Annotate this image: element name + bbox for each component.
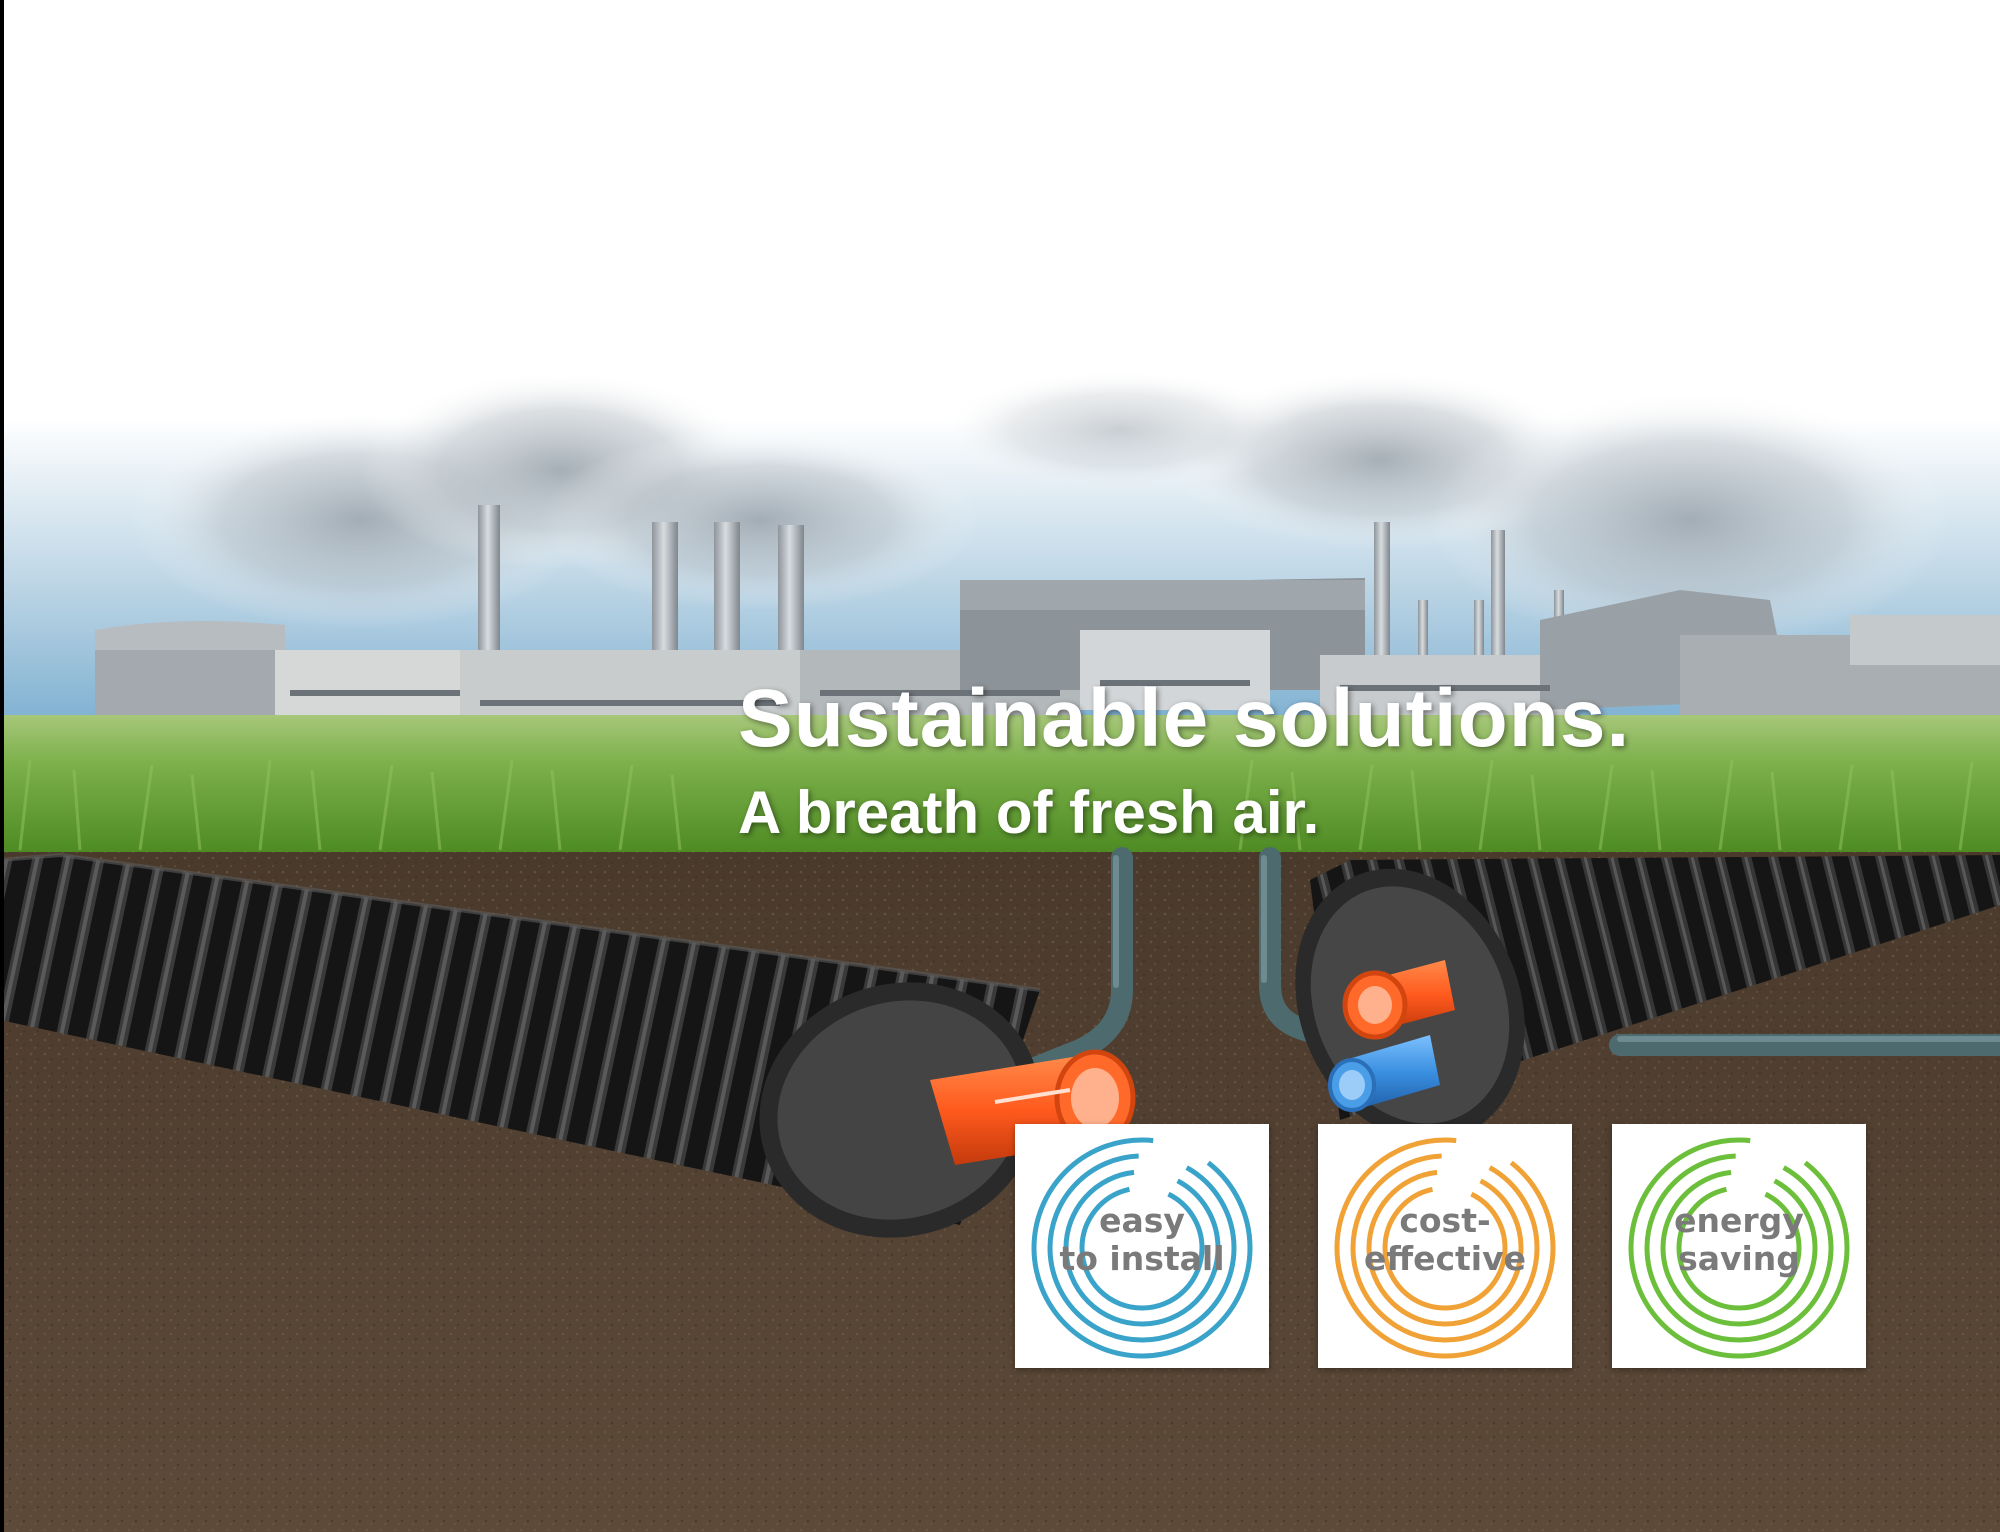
badge-easy-to-install: easy to install [1015, 1124, 1269, 1368]
headline-subtitle: A breath of fresh air. [738, 779, 1320, 846]
badge-line-2: to install [1059, 1239, 1225, 1278]
badge-line-1: easy [1099, 1201, 1185, 1240]
spiral-icon [1334, 1137, 1556, 1359]
spiral-icon [1031, 1137, 1253, 1359]
pre-insulated-pipe-twin [1295, 855, 2000, 1142]
badge-cost-effective: cost- effective [1318, 1124, 1572, 1368]
headline-title: Sustainable solutions. [738, 673, 1631, 764]
badge-energy-saving: energy saving [1612, 1124, 1866, 1368]
factory-skyline [95, 505, 2000, 730]
spiral-icon [1628, 1137, 1850, 1359]
badge-line-1: energy [1674, 1201, 1804, 1240]
badge-line-2: saving [1678, 1239, 1800, 1278]
badge-label: easy to install [1015, 1202, 1269, 1278]
smoke-clouds [130, 370, 1950, 650]
badge-line-2: effective [1363, 1239, 1527, 1278]
badge-label: energy saving [1612, 1202, 1866, 1278]
grass-blades [18, 759, 1974, 851]
badge-line-1: cost- [1399, 1201, 1491, 1240]
frame-edge [0, 0, 4, 1532]
badge-label: cost- effective [1318, 1202, 1572, 1278]
grass [0, 715, 2000, 855]
